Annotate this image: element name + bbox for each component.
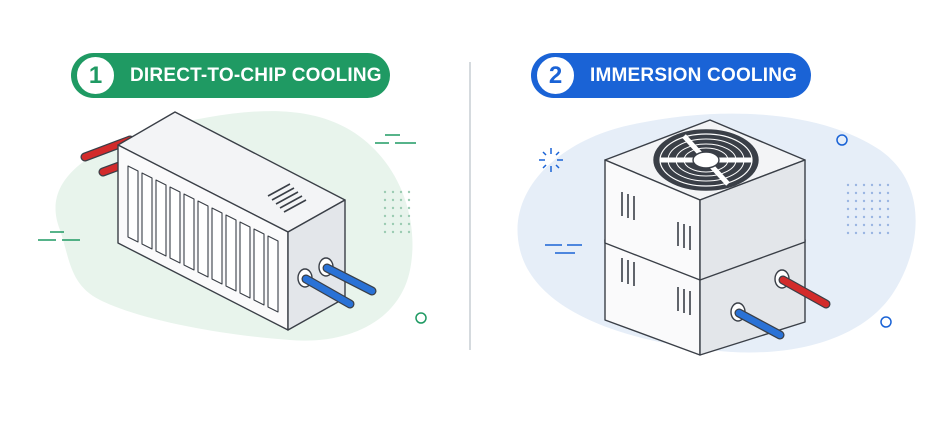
cold-pipe-icon-left: [301, 263, 377, 309]
panel-1-decorations: [38, 134, 427, 324]
fan-unit-icon: [604, 119, 806, 356]
panel-1-title: DIRECT-TO-CHIP COOLING: [130, 64, 382, 86]
panel-2-number-badge: 2: [535, 55, 576, 96]
fan-grille: [653, 129, 759, 191]
panel-2-title-pill: 2 IMMERSION COOLING: [531, 53, 811, 98]
panel-1-number-badge: 1: [75, 55, 116, 96]
heatsink-fins: [127, 165, 279, 313]
panel-2-dot-grid: [846, 183, 890, 235]
bottom-unit-vents: [621, 258, 691, 315]
cold-pipe-icon-right: [734, 308, 785, 340]
panel-2-title: IMMERSION COOLING: [590, 64, 798, 86]
hot-pipe-icon-right: [778, 275, 831, 309]
sparkle-icon: [539, 148, 563, 172]
top-unit-vents: [621, 192, 691, 250]
panel-1-dot-grid: [383, 190, 411, 234]
top-vents: [267, 183, 307, 213]
panel-1-title-pill: 1 DIRECT-TO-CHIP COOLING: [71, 53, 390, 98]
panel-2-decorations: [539, 134, 892, 328]
